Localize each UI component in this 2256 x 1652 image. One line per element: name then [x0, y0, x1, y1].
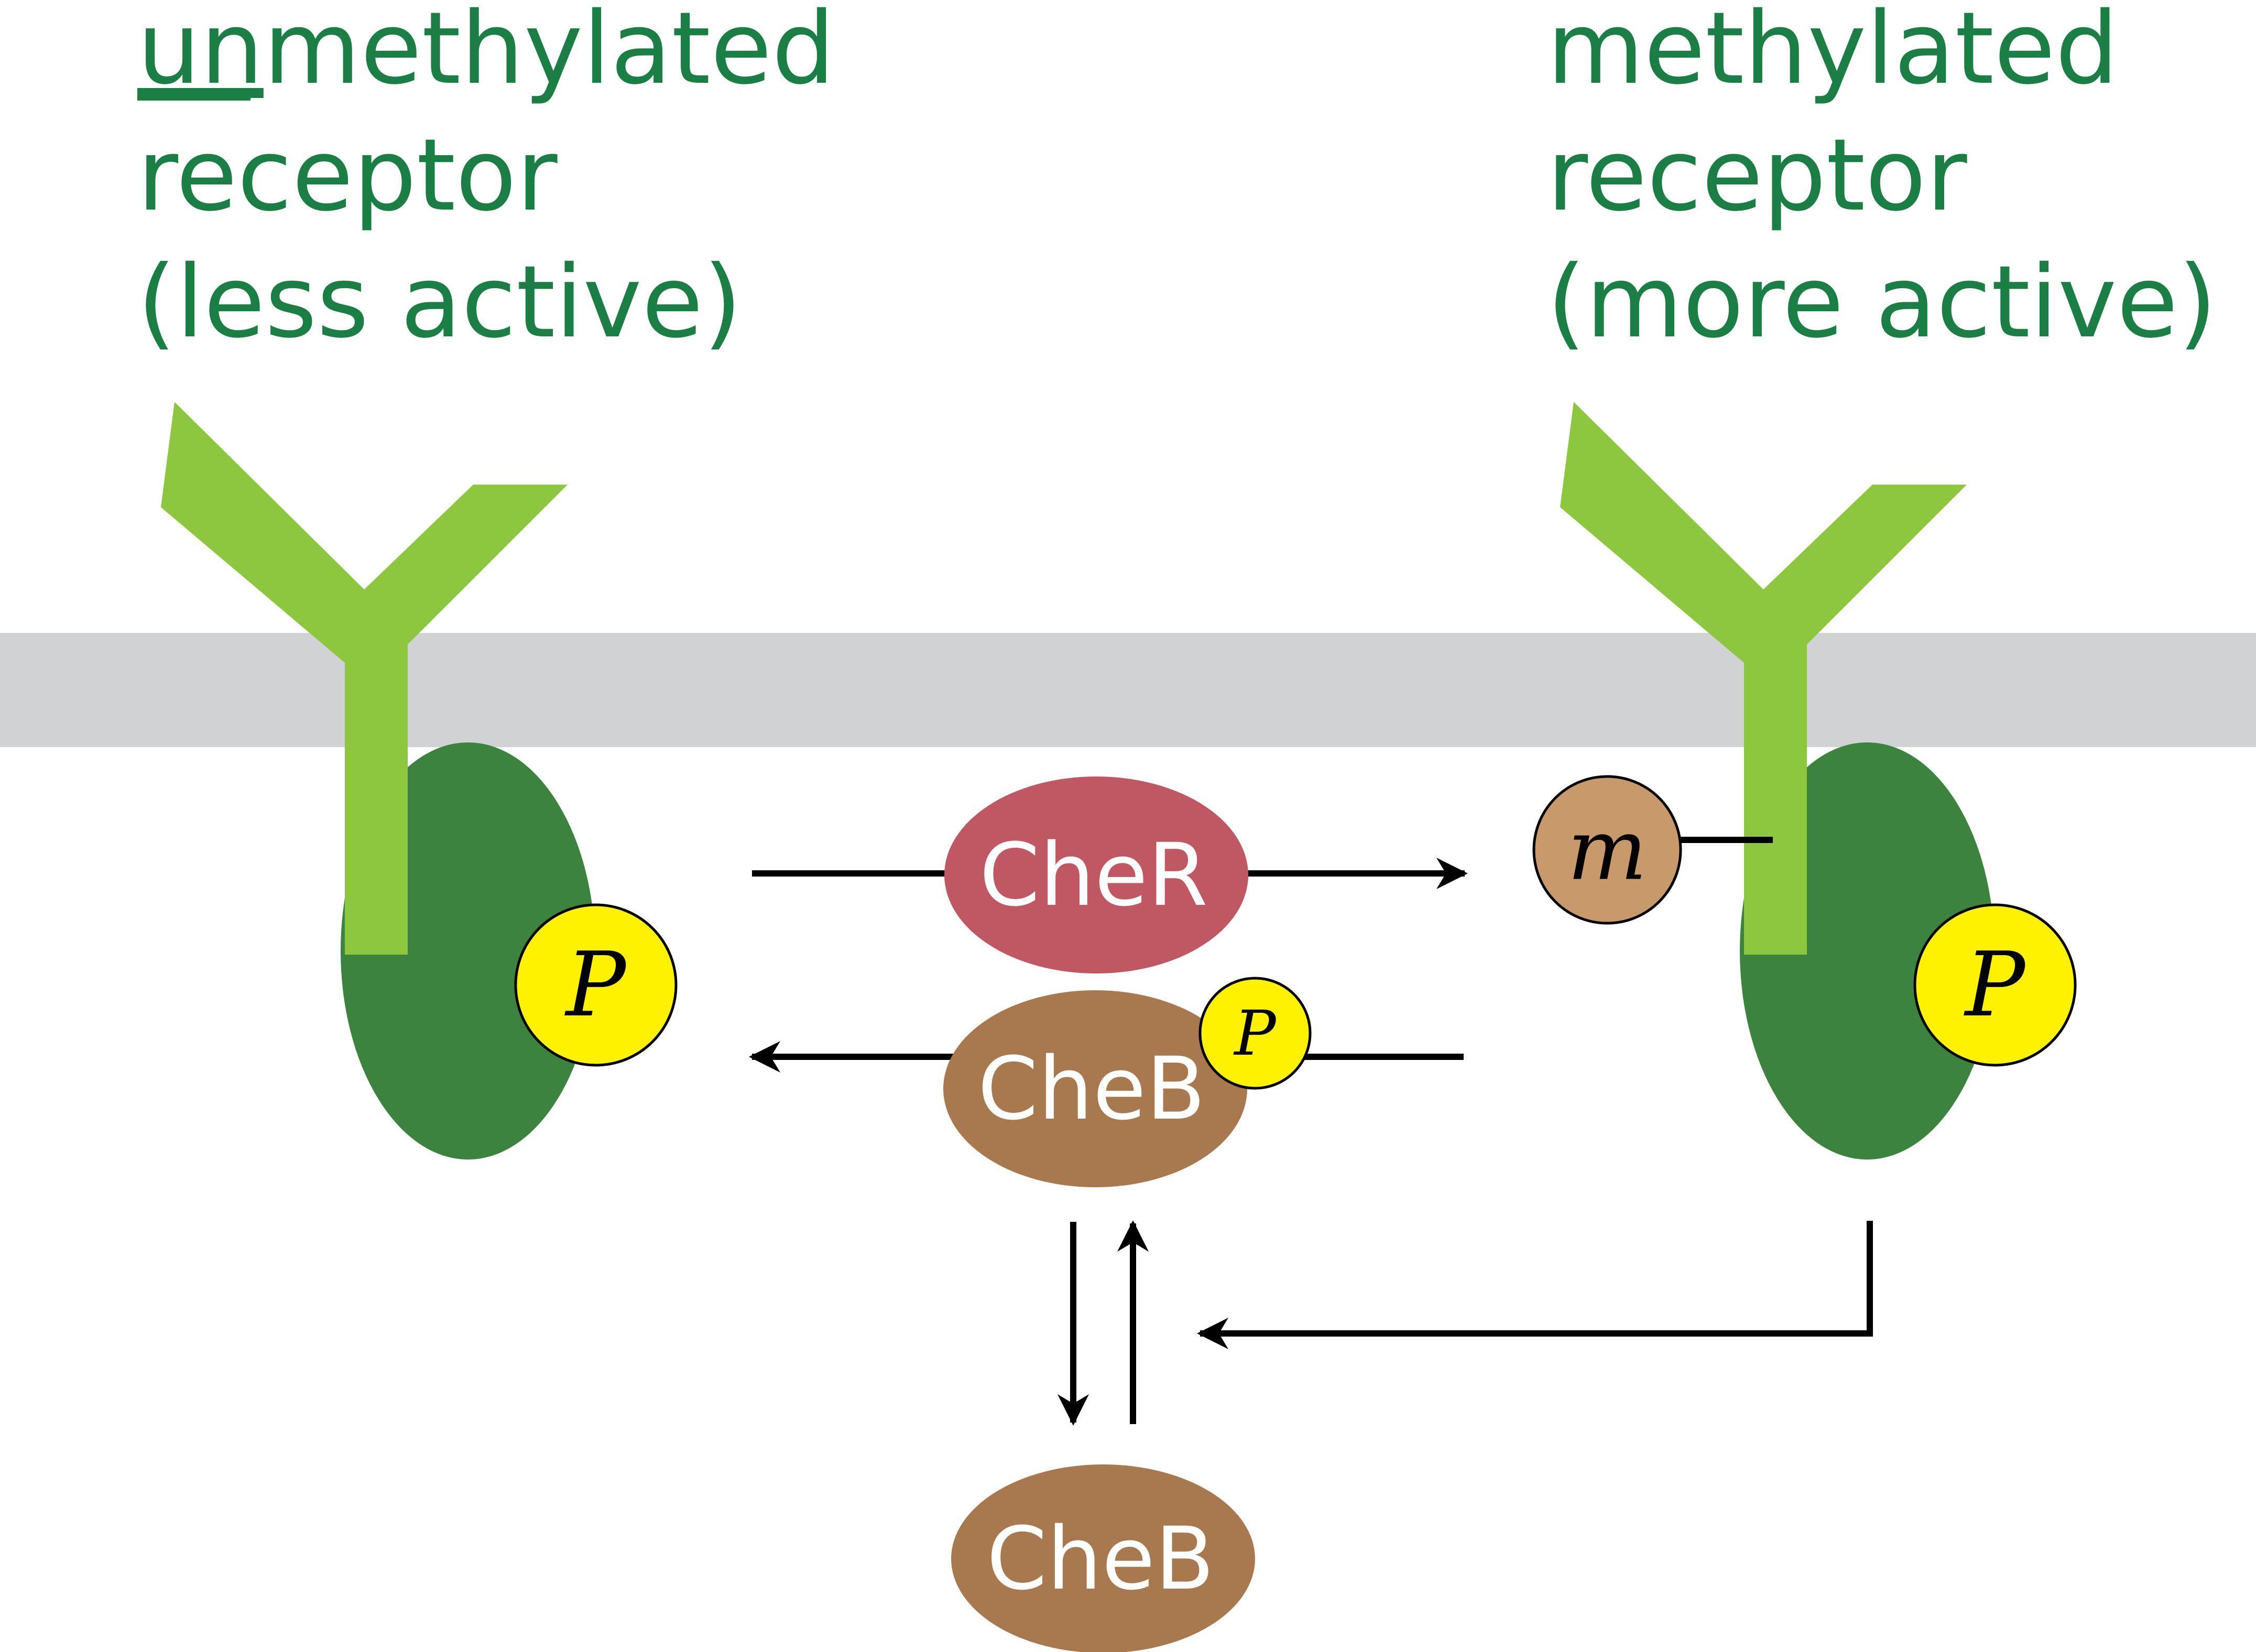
right-receptor-complex: m P: [1532, 402, 2077, 1159]
right-title-line2: receptor: [1547, 117, 1968, 233]
svg-text:unmethylated: unmethylated: [137, 0, 835, 106]
cheb-phospho-label: CheB: [978, 1038, 1206, 1139]
right-receptor-label: methylated receptor (more active): [1547, 0, 2217, 360]
methyl-label: m: [1567, 801, 1647, 899]
right-phosphate: P: [1913, 903, 2077, 1067]
cheb-phospho-enzyme: CheB P: [943, 977, 1312, 1187]
cher-enzyme: CheR: [944, 776, 1248, 973]
left-receptor-y-shape: [161, 402, 568, 955]
phosphotransfer-arrow: [1197, 1221, 1873, 1349]
left-phosphate: P: [514, 903, 678, 1067]
cher-label: CheR: [979, 825, 1208, 925]
left-title-line1-rest: methylated: [264, 0, 835, 106]
left-phosphate-label: P: [564, 933, 627, 1037]
cheb-phosphate-label: P: [1233, 997, 1277, 1069]
left-title-un-prefix: un: [137, 0, 264, 106]
left-receptor-label: unmethylated receptor (less active): [137, 0, 835, 360]
right-phosphate-label: P: [1964, 933, 2026, 1037]
cheb-phosphate: P: [1198, 977, 1312, 1090]
right-title-line1: methylated: [1547, 0, 2119, 106]
cheb-free-enzyme: CheB: [951, 1464, 1255, 1652]
right-receptor-y-shape: [1560, 402, 1967, 955]
right-title-line3: (more active): [1547, 244, 2217, 360]
left-receptor-complex: P: [161, 402, 678, 1159]
cheb-free-label: CheB: [987, 1508, 1215, 1609]
methyl-group: m: [1532, 775, 1682, 925]
left-title-line3: (less active): [137, 244, 742, 360]
left-title-line2: receptor: [137, 117, 558, 233]
